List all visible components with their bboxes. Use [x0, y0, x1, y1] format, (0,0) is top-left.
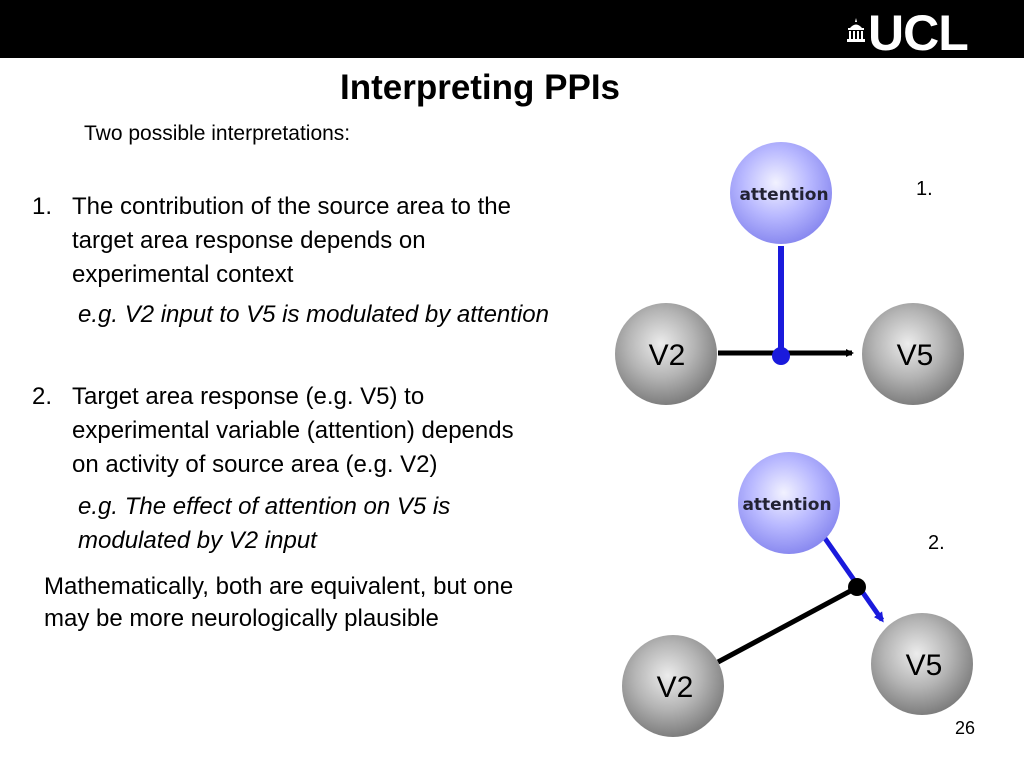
modulation-arrow — [821, 535, 885, 623]
attention-node — [738, 452, 840, 554]
item-body: Target area response (e.g. V5) to experi… — [72, 380, 514, 482]
v2-node — [622, 635, 724, 737]
page-number: 26 — [955, 718, 976, 738]
diagram-1-label: 1. — [916, 178, 933, 200]
slide-subtitle: Two possible interpretations: — [84, 122, 351, 145]
item-line: on activity of source area (e.g. V2) — [72, 451, 438, 478]
v2-label: V2 — [657, 671, 694, 704]
item-number: 1. — [32, 193, 53, 220]
v2-node — [615, 303, 717, 405]
item-line: Target area response (e.g. V5) to — [72, 383, 425, 410]
example-1: e.g. V2 input to V5 is modulated by atte… — [78, 301, 549, 328]
item-line: experimental context — [72, 261, 294, 288]
attention-node — [730, 142, 832, 244]
v5-node — [871, 613, 973, 715]
connection-v2-junction — [716, 585, 858, 665]
example-line: modulated by V2 input — [78, 527, 317, 554]
item-line: The contribution of the source area to t… — [72, 193, 511, 220]
slide-title: Interpreting PPIs — [339, 68, 621, 107]
logo-text: UCL — [868, 5, 969, 61]
interpretation-1: 1. The contribution of the source area t… — [32, 190, 612, 300]
portico-icon — [847, 18, 865, 42]
v5-label: V5 — [906, 649, 943, 682]
example-line: e.g. The effect of attention on V5 is — [78, 493, 451, 520]
modulation-junction — [772, 347, 790, 365]
attention-label: attention — [739, 185, 828, 205]
item-number: 2. — [32, 383, 53, 410]
interpretation-2: 2. Target area response (e.g. V5) to exp… — [32, 380, 612, 490]
diagram-2-label: 2. — [928, 532, 945, 554]
conclusion-line: Mathematically, both are equivalent, but… — [44, 573, 514, 600]
ucl-logo: UCL — [846, 5, 996, 61]
item-body: The contribution of the source area to t… — [72, 190, 511, 292]
connection-junction — [848, 578, 866, 596]
v5-node — [862, 303, 964, 405]
v2-label: V2 — [649, 339, 686, 372]
item-line: experimental variable (attention) depend… — [72, 417, 514, 444]
v5-label: V5 — [897, 339, 934, 372]
conclusion: Mathematically, both are equivalent, but… — [44, 571, 624, 635]
attention-label: attention — [742, 495, 831, 515]
conclusion-line: may be more neurologically plausible — [44, 605, 439, 632]
item-line: target area response depends on — [72, 227, 426, 254]
example-2: e.g. The effect of attention on V5 is mo… — [78, 490, 450, 558]
